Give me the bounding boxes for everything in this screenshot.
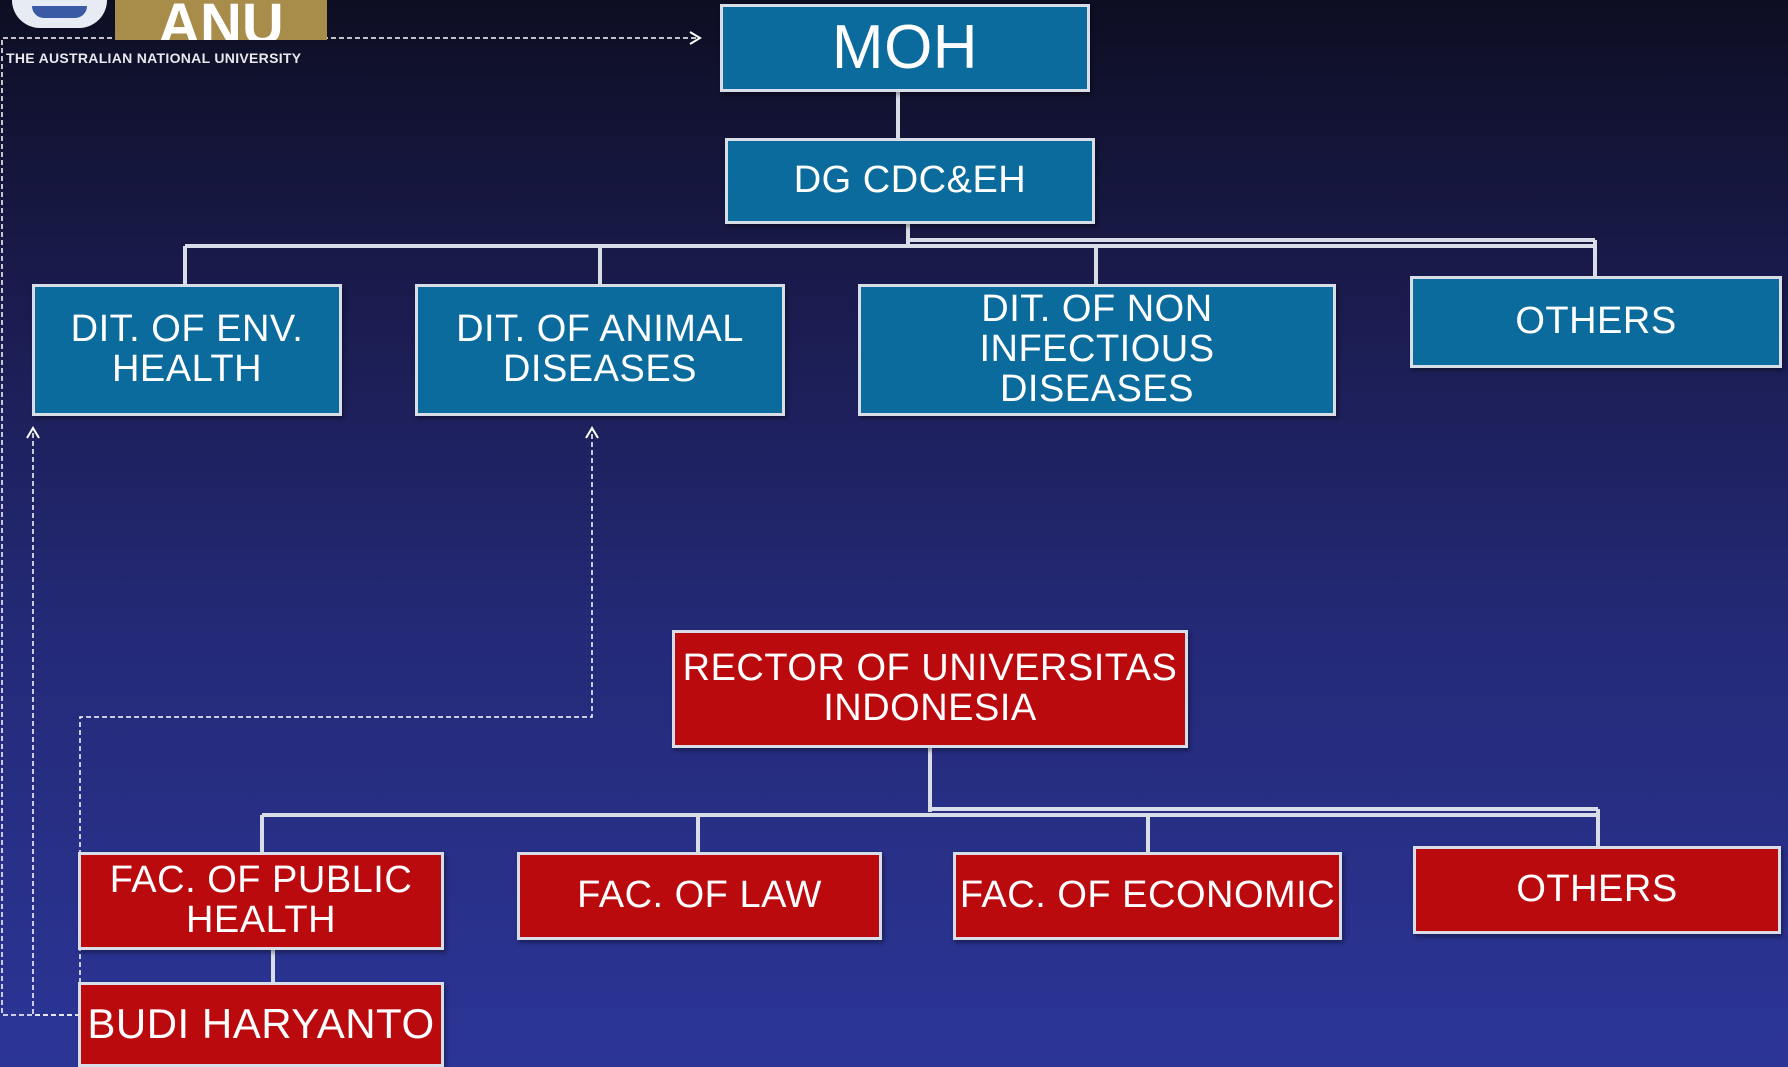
anu-logo: ANU THE AUSTRALIAN NATIONAL UNIVERSITY xyxy=(0,0,330,80)
fac-public-health-box: FAC. OF PUBLIC HEALTH xyxy=(78,852,444,950)
anu-wordmark: ANU xyxy=(158,0,284,40)
anu-crest-icon xyxy=(12,0,107,28)
dit-env-health-box: DIT. OF ENV. HEALTH xyxy=(32,284,342,416)
dit-non-infectious-diseases-box: DIT. OF NON INFECTIOUS DISEASES xyxy=(858,284,1336,416)
dit-animal-diseases-box: DIT. OF ANIMAL DISEASES xyxy=(415,284,785,416)
budi-haryanto-box: BUDI HARYANTO xyxy=(78,982,444,1067)
ui-others-box: OTHERS xyxy=(1413,846,1781,934)
fac-economic-box: FAC. OF ECONOMIC xyxy=(953,852,1342,940)
moh-box: MOH xyxy=(720,4,1090,92)
dg-cdc-eh-box: DG CDC&EH xyxy=(725,138,1095,224)
moh-others-box: OTHERS xyxy=(1410,276,1782,368)
rector-ui-box: RECTOR OF UNIVERSITAS INDONESIA xyxy=(672,630,1188,748)
fac-law-box: FAC. OF LAW xyxy=(517,852,882,940)
anu-subtitle: THE AUSTRALIAN NATIONAL UNIVERSITY xyxy=(6,50,302,66)
anu-wordmark-block: ANU xyxy=(115,0,327,40)
